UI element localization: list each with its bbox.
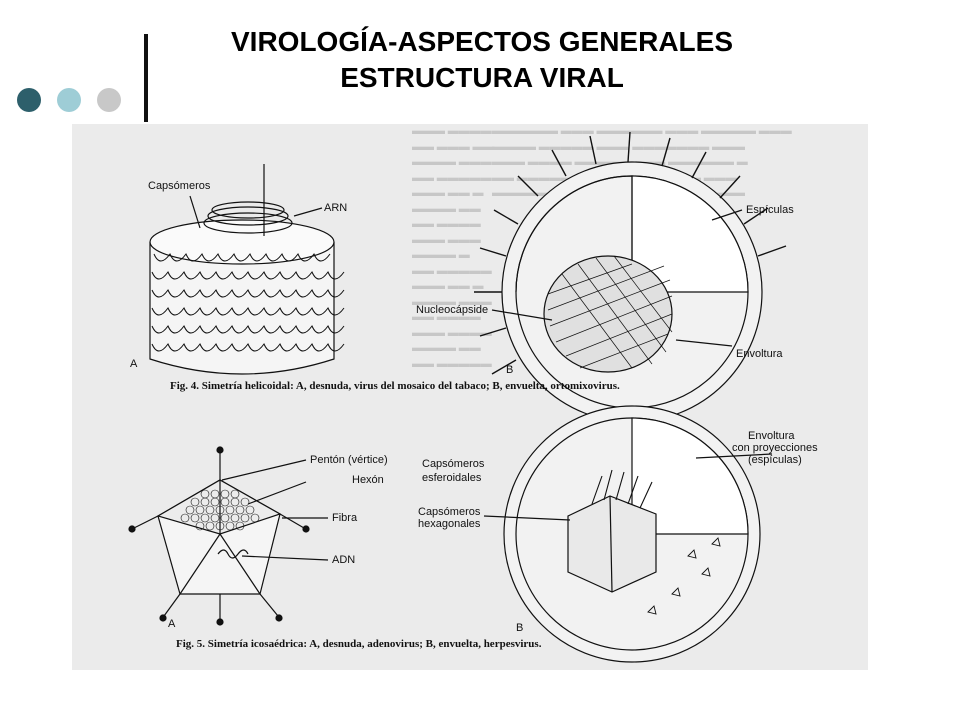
label-envoltura-3: (espículas) bbox=[748, 454, 802, 466]
helical-capsid-drawing bbox=[149, 164, 345, 375]
icosahedral-capsid-drawing bbox=[128, 446, 329, 626]
label-envoltura: Envoltura bbox=[736, 348, 783, 360]
enveloped-helical-virus-drawing bbox=[474, 131, 787, 423]
label-panel-4b: B bbox=[506, 364, 514, 376]
label-arn: ARN bbox=[324, 202, 348, 214]
label-envoltura-1: Envoltura bbox=[748, 430, 795, 442]
title-divider bbox=[144, 34, 148, 122]
background-text-left: ▬▬▬ ▬▬▬▬▬▬ ▬▬▬ ▬▬▬▬▬▬ ▬▬▬▬▬ ▬▬▬▬▬▬▬▬ ▬▬ … bbox=[412, 125, 495, 370]
accent-dot-gray bbox=[97, 88, 121, 112]
label-adn: ADN bbox=[332, 554, 356, 566]
slide-subtitle: ESTRUCTURA VIRAL bbox=[340, 62, 624, 93]
accent-dot-light bbox=[57, 88, 81, 112]
label-nucleocapside: Nucleocápside bbox=[416, 304, 489, 316]
label-panel-4a: A bbox=[130, 358, 138, 370]
accent-dot-dark bbox=[17, 88, 41, 112]
label-capsomeros-hex-1: Capsómeros bbox=[418, 506, 481, 518]
label-fibra: Fibra bbox=[332, 512, 358, 524]
label-capsomeros: Capsómeros bbox=[148, 180, 211, 192]
label-panel-5a: A bbox=[168, 618, 176, 630]
label-capsomeros-hex-2: hexagonales bbox=[418, 518, 481, 530]
scanned-figure-page: ▬▬▬ ▬▬▬▬▬▬ ▬▬▬ ▬▬▬▬▬▬ ▬▬▬▬▬ ▬▬▬▬▬▬▬▬ ▬▬ … bbox=[72, 124, 868, 670]
enveloped-icosahedral-virus-drawing bbox=[483, 405, 773, 663]
label-envoltura-2: con proyecciones bbox=[732, 442, 818, 454]
figure5-caption: Fig. 5. Simetría icosaédrica: A, desnuda… bbox=[176, 638, 542, 650]
label-capsomeros-esferoidales-2: esferoidales bbox=[422, 472, 482, 484]
label-hexon: Hexón bbox=[352, 474, 384, 486]
label-panel-5b: B bbox=[516, 622, 524, 634]
label-espiculas: Espículas bbox=[746, 204, 794, 216]
slide-title: VIROLOGÍA-ASPECTOS GENERALES bbox=[231, 26, 733, 57]
figure4-caption: Fig. 4. Simetría helicoidal: A, desnuda,… bbox=[170, 380, 620, 392]
virus-structure-diagrams bbox=[128, 131, 787, 663]
label-penton: Pentón (vértice) bbox=[310, 454, 388, 466]
label-capsomeros-esferoidales-1: Capsómeros bbox=[422, 458, 485, 470]
